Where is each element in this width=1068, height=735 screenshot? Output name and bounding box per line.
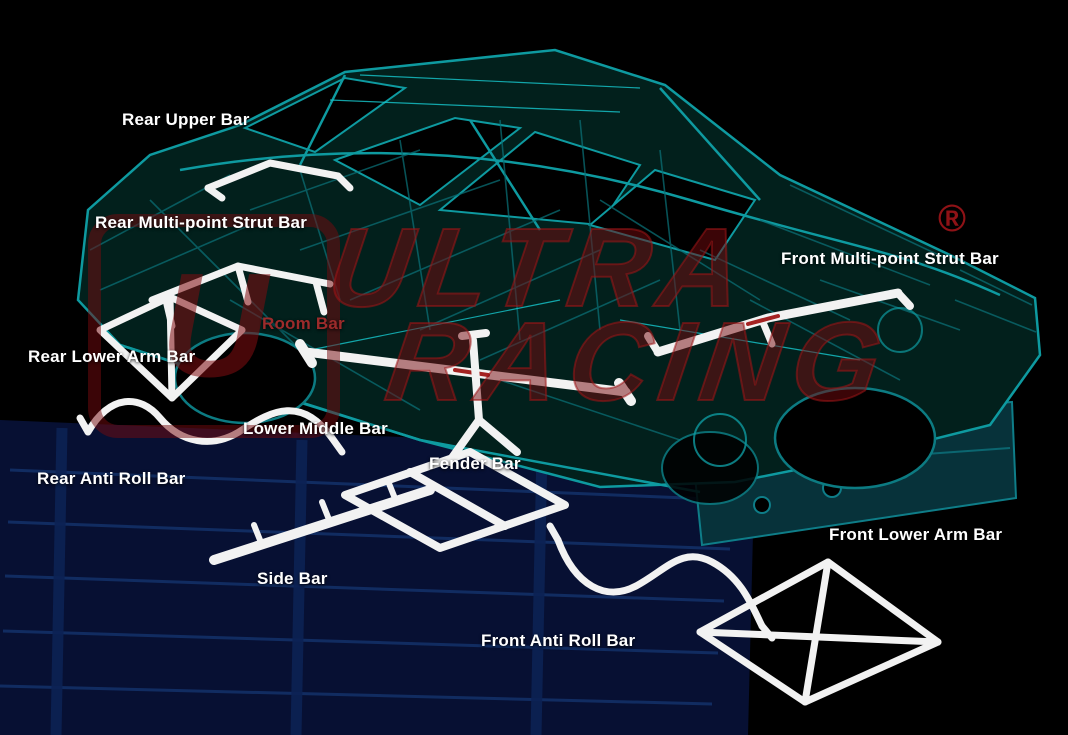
rear-upper-bar-graphic [204,159,354,202]
room-bar-graphic [295,339,636,406]
rear-anti-roll-bar-graphic [76,397,346,456]
front-lower-arm-bar-graphic [696,558,942,706]
label-front-anti-roll-bar: Front Anti Roll Bar [481,631,636,650]
label-room-bar: Room Bar [262,314,345,333]
front-multi-point-strut-bar-graphic [644,288,914,357]
side-bar-graphic [209,478,435,565]
rear-lower-arm-bar-graphic [96,293,246,402]
label-side-bar: Side Bar [257,569,328,588]
lower-middle-bar-graphic [341,448,569,552]
label-rear-upper-bar: Rear Upper Bar [122,110,250,129]
label-lower-middle-bar: Lower Middle Bar [243,419,388,438]
registered-trademark-symbol: ® [938,198,966,240]
car-body-shell-graphic [76,48,1042,505]
label-rear-anti-roll-bar: Rear Anti Roll Bar [37,469,186,488]
label-rear-multi-point-strut-bar: Rear Multi-point Strut Bar [95,213,308,232]
label-front-lower-arm-bar: Front Lower Arm Bar [829,525,1003,544]
label-fender-bar: Fender Bar [429,454,521,473]
label-front-multi-point-strut-bar: Front Multi-point Strut Bar [781,249,999,268]
label-rear-lower-arm-bar: Rear Lower Arm Bar [28,347,196,366]
base-frame-graphic [0,420,755,735]
fender-bar-graphic [445,329,521,466]
